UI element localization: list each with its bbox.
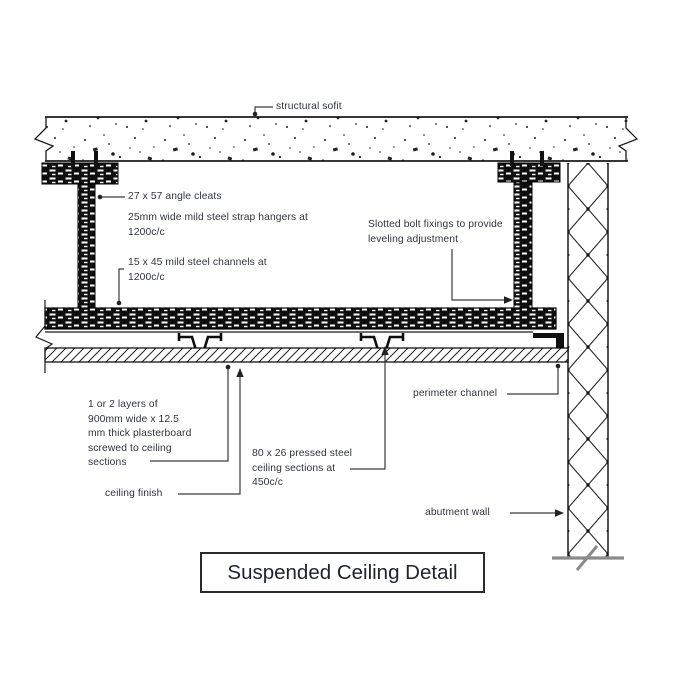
label-line: mm thick plasterboard — [88, 428, 192, 439]
leader-structural-soffit — [254, 106, 273, 114]
label-line: 1200c/c — [128, 271, 165, 283]
slab-break-line-right — [617, 117, 639, 161]
wall-break-slash — [575, 545, 599, 571]
label-line: ceiling sections at — [252, 462, 336, 474]
label-line: abutment wall — [425, 507, 490, 518]
angle-cleat-right — [497, 162, 561, 183]
label-line: Slotted bolt fixings to provide — [368, 219, 503, 230]
leader-lines — [100, 106, 559, 514]
drawing-title: Suspended Ceiling Detail — [227, 560, 458, 584]
leader-arrow-up — [381, 346, 389, 355]
abutment-wall — [552, 163, 624, 571]
label-abutment-wall: abutment wall — [425, 506, 490, 521]
label-steel-channels: 15 x 45 mild steel channels at 1200c/c — [128, 256, 267, 285]
leader-ceiling-finish — [178, 376, 241, 495]
leader-pressed-steel — [350, 353, 386, 470]
leader-dot — [252, 111, 258, 117]
label-line: leveling adjustment — [368, 233, 459, 245]
label-plasterboard: 1 or 2 layers of 900mm wide x 12.5 mm th… — [88, 398, 191, 471]
leader-arrow-right — [504, 296, 513, 304]
fixing-bolt — [510, 151, 514, 166]
leader-arrow-up — [236, 368, 244, 377]
label-slotted-bolt: Slotted bolt fixings to provide leveling… — [368, 218, 503, 247]
label-line: 80 x 26 pressed steel — [252, 448, 352, 459]
leader-perimeter-channel — [507, 368, 559, 395]
leader-dot — [116, 300, 122, 306]
drawing-title-box: Suspended Ceiling Detail — [200, 552, 485, 593]
leader-arrow-right — [555, 509, 564, 517]
fixing-bolt — [540, 151, 544, 166]
strap-hanger-right — [513, 181, 533, 309]
label-line: sections — [88, 457, 127, 468]
leader-steel-channels — [118, 268, 124, 302]
label-ceiling-finish: ceiling finish — [105, 487, 163, 502]
leader-dot — [97, 194, 103, 200]
label-line: 450c/c — [252, 477, 283, 488]
leader-plasterboard — [150, 369, 229, 462]
fixing-bolt — [94, 151, 98, 167]
leader-dot — [225, 364, 231, 370]
ceiling-channel-band — [44, 307, 557, 330]
leader-terminators — [97, 111, 564, 517]
label-line: perimeter channel — [413, 388, 498, 399]
leader-dot — [555, 363, 561, 369]
plasterboard-hatch — [44, 347, 569, 363]
fixing-bolt — [71, 151, 75, 167]
label-pressed-steel: 80 x 26 pressed steel ceiling sections a… — [252, 447, 352, 491]
label-line: 1 or 2 layers of — [88, 399, 158, 410]
leader-slotted-bolt — [451, 249, 506, 301]
label-line: 27 x 57 angle cleats — [128, 191, 222, 202]
label-line: structural sofit — [276, 101, 342, 112]
structural-soffit-slab — [33, 116, 639, 162]
label-perimeter-channel: perimeter channel — [413, 387, 497, 402]
label-line: ceiling finish — [105, 488, 163, 499]
perimeter-channel-flange — [533, 333, 564, 338]
strap-hanger-left — [77, 183, 96, 309]
plasterboard-layer — [35, 300, 569, 373]
label-angle-cleats: 27 x 57 angle cleats — [128, 190, 222, 205]
label-line: 25mm wide mild steel strap hangers at — [128, 212, 308, 223]
slab-concrete-fill — [45, 117, 628, 161]
label-line: screwed to ceiling — [88, 442, 172, 454]
wall-hatch-fill — [568, 163, 608, 558]
slab-break-line-left — [33, 117, 55, 161]
angle-cleat-left — [41, 162, 119, 185]
label-line: 900mm wide x 12.5 — [88, 413, 179, 425]
label-strap-hangers: 25mm wide mild steel strap hangers at 12… — [128, 211, 308, 240]
label-structural-soffit: structural sofit — [276, 100, 342, 115]
angle-cleats — [41, 151, 561, 185]
assembly-break-line-left — [35, 300, 54, 373]
label-line: 1200c/c — [128, 226, 165, 238]
label-line: 15 x 45 mild steel channels at — [128, 257, 267, 268]
